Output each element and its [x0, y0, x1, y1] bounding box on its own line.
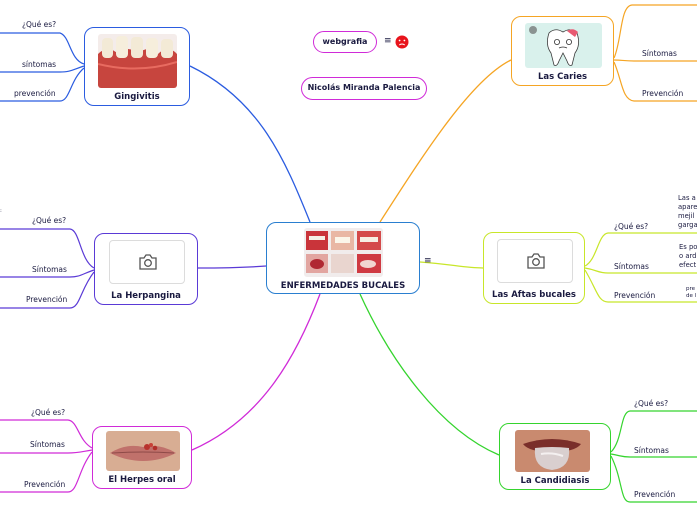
- center-title: ENFERMEDADES BUCALES: [280, 281, 406, 291]
- gingivitis-item[interactable]: ¿Qué es?: [22, 20, 57, 29]
- gingivitis-item[interactable]: prevención: [14, 89, 56, 98]
- herpangina-item[interactable]: Síntomas: [32, 265, 67, 274]
- sad-face-icon: [395, 35, 409, 49]
- caries-item[interactable]: Prevención: [642, 89, 684, 98]
- caries-item[interactable]: Síntomas: [642, 49, 677, 58]
- candidiasis-item[interactable]: Prevención: [634, 490, 676, 499]
- herpangina-item[interactable]: Prevención: [26, 295, 68, 304]
- camera-icon: [527, 253, 545, 269]
- author-label: Nicolás Miranda Palencia: [307, 83, 421, 92]
- webgrafia-pill[interactable]: webgrafia: [313, 31, 377, 53]
- aftas-image: [497, 239, 573, 283]
- aftas-node[interactable]: Las Aftas bucales: [483, 232, 585, 304]
- herpangina-image: [109, 240, 185, 284]
- gingivitis-title: Gingivitis: [114, 92, 160, 102]
- herpes-title: El Herpes oral: [108, 475, 176, 485]
- author-pill[interactable]: Nicolás Miranda Palencia: [301, 77, 427, 100]
- center-node[interactable]: ENFERMEDADES BUCALES: [266, 222, 420, 294]
- menu-icon[interactable]: ≡: [384, 36, 392, 46]
- herpes-image: [106, 431, 180, 471]
- herpangina-item[interactable]: ¿Qué es?: [32, 216, 67, 225]
- aftas-title: Las Aftas bucales: [492, 290, 576, 300]
- link-herpes: [191, 293, 321, 451]
- link-herpangina: [197, 265, 267, 269]
- center-menu-icon[interactable]: ≡: [424, 256, 432, 266]
- link-caries: [379, 59, 512, 223]
- camera-icon: [139, 254, 157, 270]
- candidiasis-node[interactable]: La Candidiasis: [499, 423, 611, 490]
- link-gingivitis: [189, 65, 311, 223]
- herpes-item[interactable]: ¿Qué es?: [31, 408, 66, 417]
- caries-title: Las Caries: [537, 72, 588, 82]
- aftas-item[interactable]: Prevención: [614, 291, 656, 300]
- herpes-item[interactable]: Prevención: [24, 480, 66, 489]
- aftas-item[interactable]: Síntomas: [614, 262, 649, 271]
- herpes-node[interactable]: El Herpes oral: [92, 426, 192, 489]
- aftas-item[interactable]: ¿Qué es?: [614, 222, 649, 231]
- herpes-item[interactable]: Síntomas: [30, 440, 65, 449]
- candidiasis-title: La Candidiasis: [520, 476, 590, 486]
- herpangina-node[interactable]: La Herpangina: [94, 233, 198, 305]
- link-candidiasis: [359, 293, 500, 456]
- center-image: [304, 228, 383, 277]
- caries-node[interactable]: Las Caries: [511, 16, 614, 86]
- herpangina-title: La Herpangina: [111, 291, 181, 301]
- candidiasis-item[interactable]: Síntomas: [634, 446, 669, 455]
- link-aftas: [419, 261, 484, 269]
- candidiasis-image: [515, 430, 590, 472]
- webgrafia-label: webgrafia: [322, 37, 368, 46]
- gingivitis-item[interactable]: síntomas: [22, 60, 57, 69]
- gingivitis-image: [98, 34, 177, 88]
- candidiasis-item[interactable]: ¿Qué es?: [634, 399, 669, 408]
- gingivitis-node[interactable]: Gingivitis: [84, 27, 190, 106]
- caries-image: [525, 23, 602, 68]
